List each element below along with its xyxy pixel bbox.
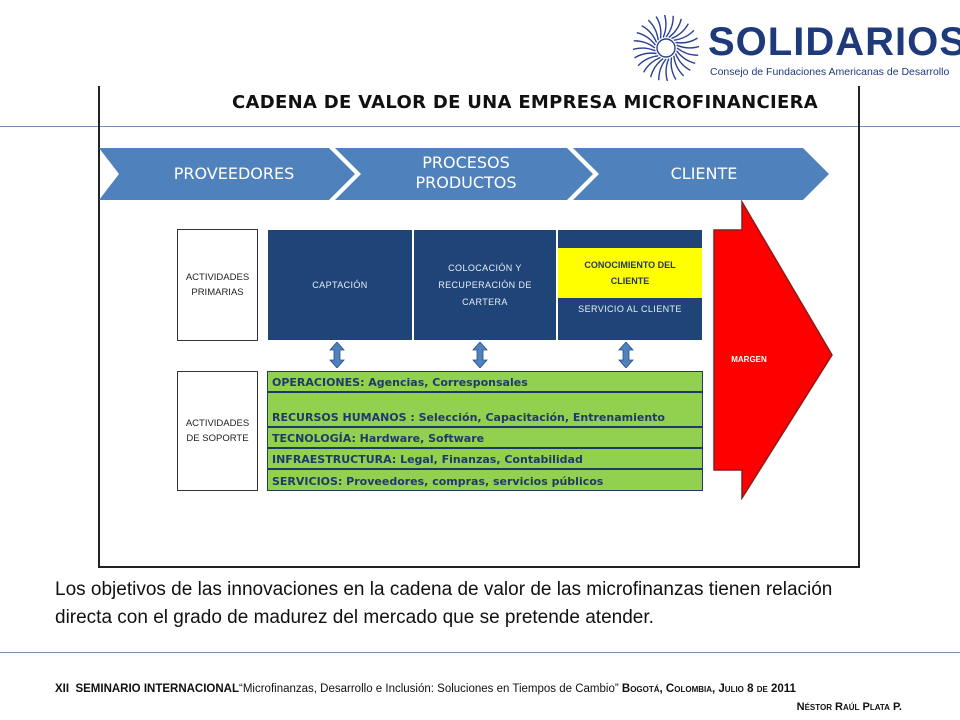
slide-title: CADENA DE VALOR DE UNA EMPRESA MICROFINA… xyxy=(232,92,818,113)
value-chain-chevrons: PROVEEDORES PROCESOS PRODUCTOS CLIENTE xyxy=(99,148,829,200)
chevron-label-procesos-line1: PROCESOS xyxy=(422,153,510,172)
chevron-label-procesos: PROCESOS PRODUCTOS xyxy=(361,153,571,193)
logo-wordmark: SOLIDARIOS xyxy=(708,20,960,64)
support-label-line2: DE SOPORTE xyxy=(186,433,249,444)
colocacion-line2: RECUPERACIÓN DE xyxy=(438,279,532,290)
primary-label-line1: ACTIVIDADES xyxy=(185,272,250,283)
support-row-recursos-humanos: RECURSOS HUMANOS : Selección, Capacitaci… xyxy=(267,392,703,427)
double-arrow-icon xyxy=(329,342,345,368)
footer-prefix: XII xyxy=(55,683,70,695)
chevron-proveedores xyxy=(99,148,355,200)
footer-event-subtitle: “Microfinanzas, Desarrollo e Inclusión: … xyxy=(239,683,619,695)
footer-author: Néstor Raúl Plata P. xyxy=(796,701,902,713)
chevron-label-procesos-line2: PRODUCTOS xyxy=(415,173,517,192)
bottom-divider xyxy=(0,652,960,653)
double-arrow-icon xyxy=(472,342,488,368)
colocacion-line3: CARTERA xyxy=(462,296,508,307)
support-row-operaciones: OPERACIONES: Agencias, Corresponsales xyxy=(267,371,703,392)
support-row-infraestructura: INFRAESTRUCTURA: Legal, Finanzas, Contab… xyxy=(267,448,703,469)
conocimiento-line2: CLIENTE xyxy=(610,276,650,286)
chevron-procesos xyxy=(335,148,593,200)
support-row-servicios: SERVICIOS: Proveedores, compras, servici… xyxy=(267,469,703,491)
servicio-cliente-label: SERVICIO AL CLIENTE xyxy=(578,304,682,314)
body-paragraph: Los objetivos de las innovaciones en la … xyxy=(55,579,833,628)
chevron-cliente xyxy=(573,148,829,200)
chevron-label-cliente: CLIENTE xyxy=(670,164,738,183)
support-label-line1: ACTIVIDADES xyxy=(185,418,250,429)
support-activities-label: ACTIVIDADES DE SOPORTE xyxy=(177,371,258,491)
conocimiento-cliente-highlight: CONOCIMIENTO DEL CLIENTE xyxy=(558,248,702,298)
conocimiento-line1: CONOCIMIENTO DEL xyxy=(584,260,676,270)
slide-frame xyxy=(98,86,860,568)
colocacion-line1: COLOCACIÓN Y xyxy=(448,262,522,273)
margen-label: MARGEN xyxy=(731,355,767,364)
footer-event: XII SEMINARIO INTERNACIONAL“Microfinanza… xyxy=(55,683,905,695)
margen-arrow xyxy=(713,200,833,500)
captacion-box: CAPTACIÓN xyxy=(267,229,413,341)
primary-label-line2: PRIMARIAS xyxy=(191,287,244,298)
footer-location: Bogotá, Colombia, Julio 8 de 2011 xyxy=(621,683,796,695)
footer-event-name: SEMINARIO INTERNACIONAL xyxy=(75,683,240,695)
primary-activities-label: ACTIVIDADES PRIMARIAS xyxy=(177,229,258,341)
colocacion-box: COLOCACIÓN Y RECUPERACIÓN DE CARTERA xyxy=(413,229,557,341)
solidarios-sun-logo-icon xyxy=(632,14,700,82)
top-divider xyxy=(0,126,960,127)
support-row-tecnologia: TECNOLOGÍA: Hardware, Software xyxy=(267,427,703,448)
chevron-label-proveedores: PROVEEDORES xyxy=(173,164,295,183)
logo-subtitle: Consejo de Fundaciones Americanas de Des… xyxy=(710,66,950,78)
double-arrow-icon xyxy=(618,342,634,368)
link-arrows xyxy=(329,342,634,368)
